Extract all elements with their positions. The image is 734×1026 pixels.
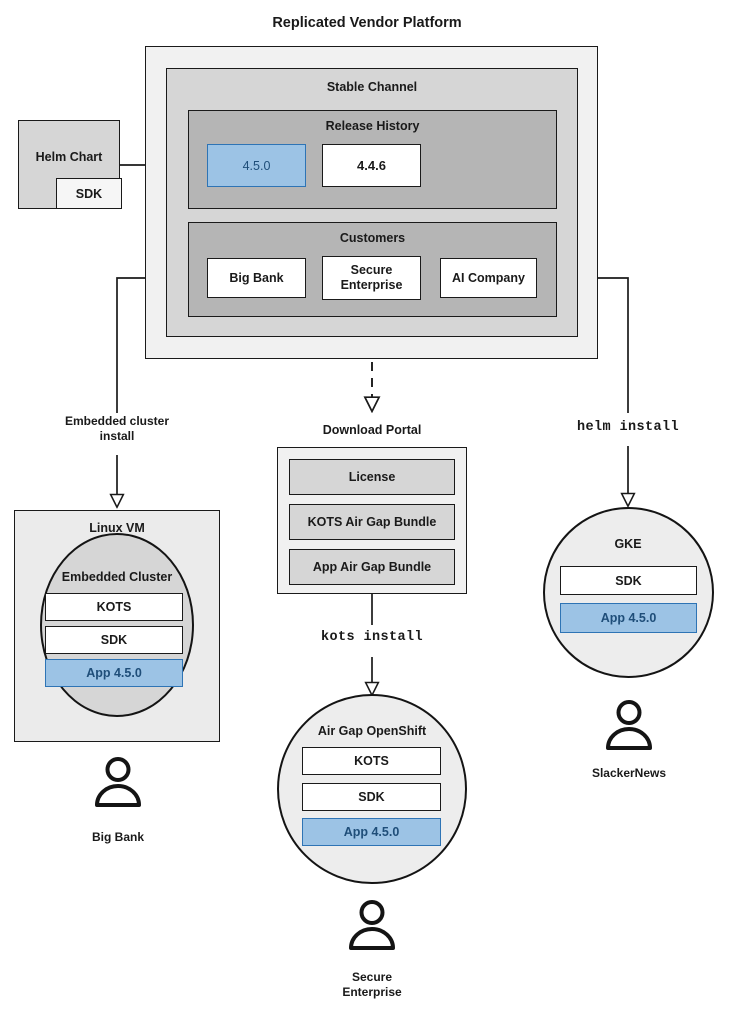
- helm-chart-box[interactable]: Helm Chart: [18, 120, 120, 209]
- airgap-component-sdk[interactable]: SDK: [302, 783, 441, 811]
- airgap-component-sdk-label: SDK: [358, 790, 385, 804]
- airgap-component-kots-label: KOTS: [354, 754, 389, 768]
- release-4-4-6[interactable]: 4.4.6: [322, 144, 421, 187]
- gke-label: GKE: [614, 537, 642, 551]
- linux-vm-component-sdk[interactable]: SDK: [45, 626, 183, 654]
- gke-component-sdk[interactable]: SDK: [560, 566, 697, 595]
- persona-slackernews-label: SlackerNews: [591, 766, 667, 780]
- linux-vm-label: Linux VM: [89, 521, 145, 535]
- linux-vm-component-app[interactable]: App 4.5.0: [45, 659, 183, 687]
- customer-secure-enterprise[interactable]: Secure Enterprise: [322, 256, 421, 300]
- persona-secure-enterprise-label: Secure Enterprise: [342, 970, 402, 1000]
- airgap-component-app-label: App 4.5.0: [343, 825, 400, 839]
- release-4-5-0-label: 4.5.0: [242, 158, 271, 173]
- persona-secure-enterprise-icon: [349, 900, 395, 950]
- portal-artifact-kots-airgap-bundle[interactable]: KOTS Air Gap Bundle: [289, 504, 455, 540]
- portal-artifact-app-airgap-bundle[interactable]: App Air Gap Bundle: [289, 549, 455, 585]
- gke-component-sdk-label: SDK: [615, 573, 642, 588]
- release-4-4-6-label: 4.4.6: [357, 158, 386, 173]
- edge-label-helm-install: helm install: [576, 420, 680, 435]
- gke-component-app-label: App 4.5.0: [600, 611, 657, 625]
- linux-vm-component-kots-label: KOTS: [96, 600, 132, 614]
- gke-component-app[interactable]: App 4.5.0: [560, 603, 697, 633]
- customer-secure-enterprise-label: Secure Enterprise: [340, 263, 403, 292]
- customer-ai-company[interactable]: AI Company: [440, 258, 537, 298]
- airgap-openshift-label: Air Gap OpenShift: [317, 724, 427, 738]
- airgap-component-kots[interactable]: KOTS: [302, 747, 441, 775]
- edge-label-embedded-cluster-install: Embedded cluster install: [64, 414, 170, 444]
- edge-label-kots-install: kots install: [320, 630, 424, 645]
- linux-vm-component-sdk-label: SDK: [100, 633, 128, 647]
- persona-slackernews-icon: [606, 700, 652, 750]
- release-history-label: Release History: [325, 119, 420, 133]
- customers-label: Customers: [339, 231, 406, 245]
- portal-artifact-app-airgap-bundle-label: App Air Gap Bundle: [312, 560, 432, 574]
- embedded-cluster-label: Embedded Cluster: [61, 570, 173, 584]
- linux-vm-component-app-label: App 4.5.0: [86, 666, 142, 680]
- helm-chart-label: Helm Chart: [35, 149, 103, 164]
- release-4-5-0[interactable]: 4.5.0: [207, 144, 306, 187]
- page-title: Replicated Vendor Platform: [272, 15, 462, 31]
- embedded-cluster-ellipse: [40, 533, 194, 717]
- helm-chart-sdk-box[interactable]: SDK: [56, 178, 122, 209]
- download-portal-title: Download Portal: [322, 423, 422, 437]
- customer-big-bank[interactable]: Big Bank: [207, 258, 306, 298]
- customer-big-bank-label: Big Bank: [229, 271, 284, 285]
- portal-artifact-kots-airgap-bundle-label: KOTS Air Gap Bundle: [307, 515, 437, 529]
- portal-artifact-license[interactable]: License: [289, 459, 455, 495]
- portal-artifact-license-label: License: [348, 470, 396, 484]
- customer-ai-company-label: AI Company: [452, 271, 525, 285]
- persona-big-bank-icon: [95, 757, 141, 807]
- stable-channel-label: Stable Channel: [326, 80, 418, 94]
- linux-vm-component-kots[interactable]: KOTS: [45, 593, 183, 621]
- persona-big-bank-label: Big Bank: [91, 830, 144, 844]
- airgap-component-app[interactable]: App 4.5.0: [302, 818, 441, 846]
- helm-chart-sdk-label: SDK: [75, 186, 103, 201]
